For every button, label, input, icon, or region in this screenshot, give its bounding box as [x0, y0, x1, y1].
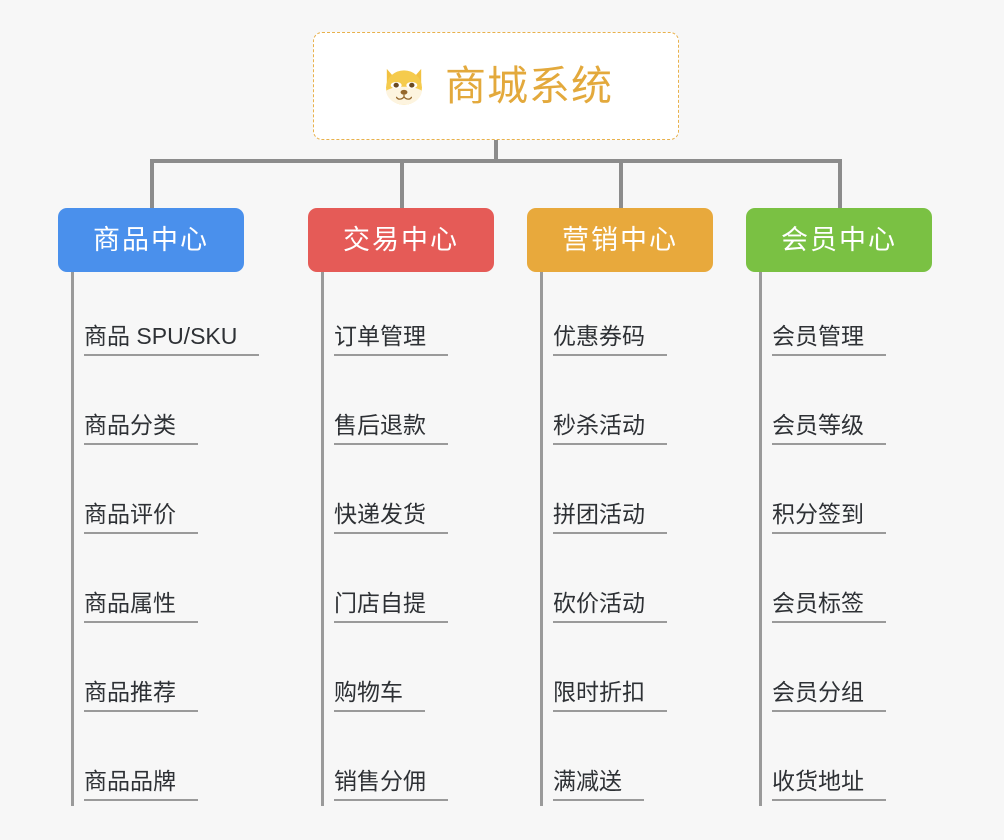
leaf-label: 商品品牌	[84, 767, 198, 801]
leaf-item[interactable]: 门店自提	[321, 539, 494, 628]
branch-column-2: 交易中心 订单管理 售后退款 快递发货 门店自提 购物车 销售分佣	[308, 208, 494, 806]
leaf-label: 销售分佣	[334, 767, 448, 801]
leaf-item[interactable]: 销售分佣	[321, 717, 494, 806]
category-label-4: 会员中心	[781, 224, 897, 255]
leaf-label: 会员管理	[772, 322, 886, 356]
leaf-label: 快递发货	[334, 500, 448, 534]
leaf-list-4: 会员管理 会员等级 积分签到 会员标签 会员分组 收货地址	[746, 272, 932, 806]
trunk-line-1	[71, 272, 74, 806]
leaf-label: 门店自提	[334, 589, 448, 623]
leaf-list-2: 订单管理 售后退款 快递发货 门店自提 购物车 销售分佣	[308, 272, 494, 806]
page-title: 商城系统	[445, 62, 613, 109]
leaf-item[interactable]: 会员分组	[759, 628, 932, 717]
connector-drop-1	[150, 159, 154, 209]
leaf-item[interactable]: 会员标签	[759, 539, 932, 628]
leaf-item[interactable]: 商品属性	[71, 539, 244, 628]
leaf-item[interactable]: 订单管理	[321, 272, 494, 361]
leaf-item[interactable]: 会员等级	[759, 361, 932, 450]
leaf-item[interactable]: 购物车	[321, 628, 494, 717]
leaf-label: 商品属性	[84, 589, 198, 623]
leaf-label: 商品分类	[84, 411, 198, 445]
trunk-line-3	[540, 272, 543, 806]
leaf-item[interactable]: 商品推荐	[71, 628, 244, 717]
leaf-item[interactable]: 快递发货	[321, 450, 494, 539]
leaf-item[interactable]: 拼团活动	[540, 450, 713, 539]
category-label-3: 营销中心	[562, 224, 678, 255]
leaf-label: 限时折扣	[553, 678, 667, 712]
leaf-item[interactable]: 售后退款	[321, 361, 494, 450]
connector-root-stem	[494, 140, 498, 162]
leaf-list-1: 商品 SPU/SKU 商品分类 商品评价 商品属性 商品推荐 商品品牌	[58, 272, 260, 806]
leaf-label: 购物车	[334, 678, 425, 712]
leaf-label: 秒杀活动	[553, 411, 667, 445]
leaf-label: 积分签到	[772, 500, 886, 534]
leaf-item[interactable]: 满减送	[540, 717, 713, 806]
leaf-label: 商品推荐	[84, 678, 198, 712]
connector-drop-2	[400, 159, 404, 209]
leaf-label: 会员标签	[772, 589, 886, 623]
leaf-item[interactable]: 秒杀活动	[540, 361, 713, 450]
leaf-item[interactable]: 商品品牌	[71, 717, 244, 806]
leaf-item[interactable]: 限时折扣	[540, 628, 713, 717]
leaf-item[interactable]: 商品分类	[71, 361, 244, 450]
leaf-item[interactable]: 商品 SPU/SKU	[71, 272, 260, 361]
leaf-label: 收货地址	[772, 767, 886, 801]
leaf-label: 商品 SPU/SKU	[84, 322, 260, 356]
connector-drop-3	[619, 159, 623, 209]
leaf-list-3: 优惠券码 秒杀活动 拼团活动 砍价活动 限时折扣 满减送	[527, 272, 713, 806]
root-node[interactable]: 商城系统	[313, 32, 679, 140]
connector-drop-4	[838, 159, 842, 209]
leaf-item[interactable]: 收货地址	[759, 717, 932, 806]
dog-face-icon	[386, 68, 422, 105]
connector-horizontal-bar	[150, 159, 842, 163]
branch-column-3: 营销中心 优惠券码 秒杀活动 拼团活动 砍价活动 限时折扣 满减送	[527, 208, 713, 806]
leaf-label: 满减送	[553, 767, 644, 801]
category-box-4[interactable]: 会员中心	[746, 208, 932, 272]
leaf-item[interactable]: 优惠券码	[540, 272, 713, 361]
trunk-line-2	[321, 272, 324, 806]
leaf-label: 会员等级	[772, 411, 886, 445]
leaf-item[interactable]: 砍价活动	[540, 539, 713, 628]
leaf-label: 砍价活动	[553, 589, 667, 623]
leaf-label: 会员分组	[772, 678, 886, 712]
category-box-1[interactable]: 商品中心	[58, 208, 244, 272]
leaf-label: 拼团活动	[553, 500, 667, 534]
leaf-label: 售后退款	[334, 411, 448, 445]
leaf-item[interactable]: 积分签到	[759, 450, 932, 539]
leaf-item[interactable]: 商品评价	[71, 450, 244, 539]
leaf-label: 优惠券码	[553, 322, 667, 356]
leaf-label: 商品评价	[84, 500, 198, 534]
trunk-line-4	[759, 272, 762, 806]
leaf-item[interactable]: 会员管理	[759, 272, 932, 361]
leaf-label: 订单管理	[334, 322, 448, 356]
category-label-1: 商品中心	[93, 224, 209, 255]
branch-column-1: 商品中心 商品 SPU/SKU 商品分类 商品评价 商品属性 商品推荐 商品品牌	[58, 208, 260, 806]
category-box-2[interactable]: 交易中心	[308, 208, 494, 272]
branch-column-4: 会员中心 会员管理 会员等级 积分签到 会员标签 会员分组 收货地址	[746, 208, 932, 806]
category-box-3[interactable]: 营销中心	[527, 208, 713, 272]
category-label-2: 交易中心	[343, 224, 459, 255]
